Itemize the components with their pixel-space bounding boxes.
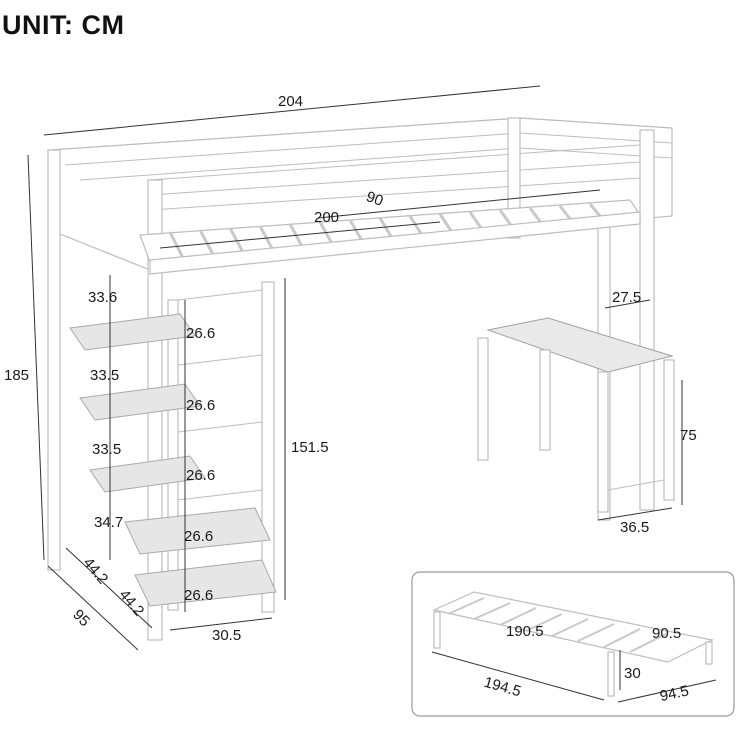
- label-step-height-2: 33.5: [90, 367, 119, 384]
- dim-line-44-2: [65, 547, 153, 629]
- dim-line-36-5: [597, 507, 673, 521]
- post-front-right: [639, 129, 655, 511]
- inset-leg-3: [705, 641, 713, 665]
- shelf-2: [79, 383, 201, 421]
- desk-leg-front: [597, 371, 609, 513]
- dim-line-95: [47, 565, 139, 651]
- label-mattress-width: 90: [364, 188, 385, 210]
- label-shelf-height-4: 26.6: [184, 528, 213, 545]
- label-under-bed-height: 151.5: [291, 439, 329, 456]
- back-rail-2: [64, 132, 521, 166]
- label-shelf-height-5: 26.6: [184, 587, 213, 604]
- front-rail-3: [149, 177, 641, 211]
- bed-frame: [47, 117, 673, 641]
- stair-stringer-right: [261, 281, 275, 613]
- dim-line-200: [159, 221, 441, 249]
- desk-leg-mid: [539, 349, 551, 451]
- dimension-lines: [27, 85, 683, 651]
- stair-stringer-left: [167, 299, 179, 611]
- desk-brace: [607, 479, 665, 491]
- back-rail-top: [49, 117, 521, 151]
- inset-label-platform-length: 190.5: [506, 623, 544, 640]
- label-desk-depth-top: 27.5: [612, 289, 641, 306]
- inset-slats: [447, 597, 667, 653]
- label-stair-width: 30.5: [212, 627, 241, 644]
- label-mattress-length: 200: [314, 209, 339, 226]
- dim-line-204: [43, 85, 541, 136]
- label-step-height-3: 33.5: [92, 441, 121, 458]
- label-shelf-height-1: 26.6: [186, 325, 215, 342]
- ladder-rung-3: [177, 421, 263, 433]
- dim-line-27-5: [604, 299, 651, 309]
- shelf-1: [69, 313, 196, 351]
- label-step-height-1: 33.6: [88, 289, 117, 306]
- side-rail-top: [519, 117, 673, 129]
- inset-leg-2: [607, 651, 615, 697]
- label-stair-depth-1: 44.2: [80, 554, 112, 587]
- desk-top: [486, 317, 674, 373]
- inset-panel: 190.5 90.5 30 194.5 94.5: [411, 571, 735, 717]
- front-rail-top: [149, 144, 641, 181]
- dimension-labels: 204 185 95 200 90 151.5 27.5 75 36.5 33.…: [4, 93, 697, 644]
- label-shelf-height-3: 26.6: [186, 467, 215, 484]
- inset-leg-1: [433, 611, 441, 649]
- desk-leg-back: [477, 337, 489, 461]
- label-overall-height: 185: [4, 367, 29, 384]
- dim-line-185: [27, 154, 45, 561]
- inset-dim-line-94-5: [617, 679, 717, 703]
- back-rail-3: [79, 147, 521, 181]
- label-shelf-height-2: 26.6: [186, 397, 215, 414]
- dim-line-90: [317, 189, 601, 219]
- ladder-rung-2: [177, 354, 263, 366]
- shelf-3: [89, 455, 206, 493]
- inset-dim-line-194-5: [431, 651, 605, 701]
- step-5: [134, 559, 277, 607]
- inset-label-platform-height: 30: [624, 665, 641, 682]
- label-step-height-4: 34.7: [94, 514, 123, 531]
- front-rail-2: [149, 161, 641, 196]
- front-beam: [149, 211, 641, 275]
- desk-leg-right: [663, 359, 675, 501]
- label-desk-depth: 36.5: [620, 519, 649, 536]
- inset-label-outer-width: 94.5: [658, 682, 690, 705]
- step-4: [124, 507, 271, 555]
- label-overall-width: 95: [69, 606, 93, 630]
- inset-label-platform-width: 90.5: [652, 625, 681, 642]
- post-back-left: [47, 149, 61, 571]
- dim-line-30-5: [169, 617, 273, 631]
- label-overall-length: 204: [278, 93, 303, 110]
- desk: [477, 317, 675, 513]
- ladder-rung-4: [177, 489, 263, 501]
- unit-title: UNIT: CM: [2, 10, 125, 40]
- ladder-rung-1: [177, 289, 263, 301]
- label-desk-height: 75: [680, 427, 697, 444]
